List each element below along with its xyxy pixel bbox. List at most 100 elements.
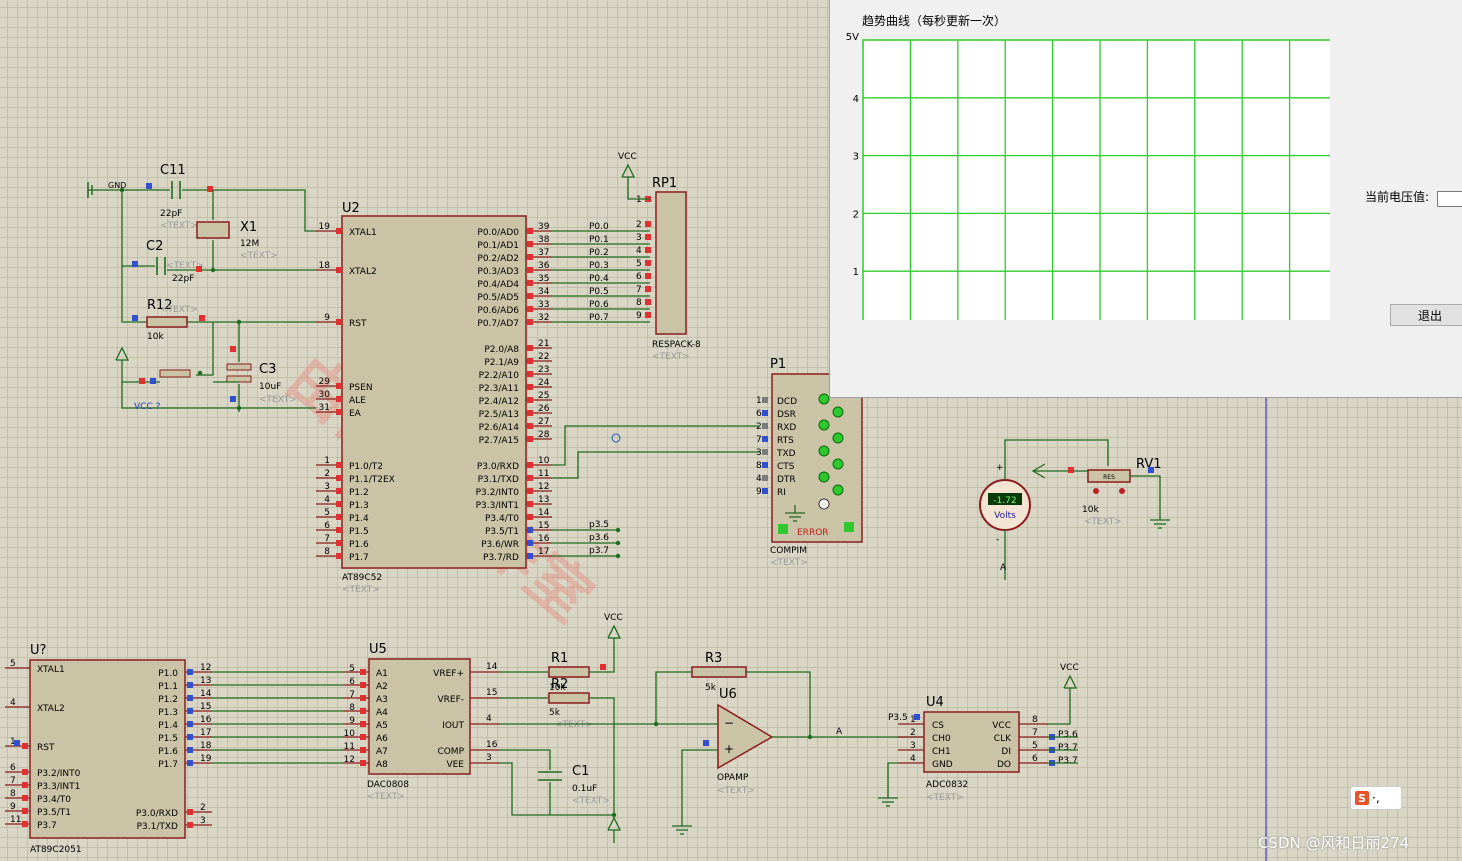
u2-pin-name: PSEN <box>349 383 373 393</box>
vcc-arrow <box>115 346 130 361</box>
pin-marker <box>645 312 651 318</box>
junction-dot <box>615 553 621 559</box>
p1-pin-name: DSR <box>777 410 796 420</box>
u5-pin-name: VREF- <box>437 695 464 705</box>
u2-pin-name: P0.4/AD4 <box>477 280 519 290</box>
p1-pin-name: CTS <box>777 462 795 472</box>
r12-value: 10k <box>147 332 164 342</box>
u2-part: AT89C52 <box>342 573 382 583</box>
rp1-pin-num: 8 <box>636 298 642 308</box>
pin-marker <box>336 488 342 494</box>
p0-net-label: P0.3 <box>589 261 609 271</box>
u2-pin-num: 36 <box>538 261 550 271</box>
u6-text: <TEXT> <box>717 786 755 796</box>
rxd-wire <box>552 425 760 466</box>
trend-y-tick: 5V <box>846 32 859 43</box>
uq-body <box>29 659 186 839</box>
vcc-label: VCC <box>1060 663 1079 673</box>
u2-pin-num: 21 <box>538 339 549 349</box>
u4-pin-num: 6 <box>1032 754 1038 764</box>
voltmeter-net-label: A <box>1000 563 1007 573</box>
r2-body <box>548 692 590 704</box>
uq-pin-name: P3.7 <box>37 821 57 831</box>
u2-pin-name: XTAL2 <box>349 267 377 277</box>
u2-pin-num: 13 <box>538 495 549 505</box>
pin-marker <box>187 760 193 766</box>
p1-pin-name: DTR <box>777 475 796 485</box>
ea-wire <box>121 382 316 409</box>
u2-pin-num: 37 <box>538 248 549 258</box>
p1-error-label: ERROR <box>797 528 829 538</box>
p0-net-label: P0.7 <box>589 313 609 323</box>
u4-part: ADC0832 <box>926 780 968 790</box>
pin-marker <box>22 808 28 814</box>
p0-net-label: P0.2 <box>589 248 609 258</box>
pin-marker <box>22 769 28 775</box>
u2-pin-num: 35 <box>538 274 549 284</box>
junction-dot <box>197 370 203 376</box>
u2-pin-num: 5 <box>324 508 330 518</box>
pin-marker <box>187 669 193 675</box>
c2-value: 22pF <box>172 274 194 284</box>
r2-text: <TEXT> <box>555 720 593 730</box>
junction-dot <box>236 405 242 411</box>
net-a-label: A <box>836 727 843 737</box>
uq-pin-name: P1.2 <box>158 695 178 705</box>
pin-marker <box>187 734 193 740</box>
db9-pin-led <box>832 406 844 418</box>
p0-net-label: P0.6 <box>589 300 609 310</box>
u2-pin-name: P0.5/AD5 <box>477 293 519 303</box>
u5-pin-name: IOUT <box>442 721 464 731</box>
u5-pin-name: A3 <box>376 695 388 705</box>
u2-pin-name: P2.1/A9 <box>484 358 519 368</box>
pin-marker <box>703 740 709 746</box>
exit-button[interactable]: 退出 <box>1390 304 1462 326</box>
junction-dot <box>807 734 813 740</box>
u2-pin-name: P2.6/A14 <box>479 423 520 433</box>
u2-pin-name: P1.6 <box>349 540 369 550</box>
pin-marker <box>527 267 533 273</box>
p1-text: <TEXT> <box>770 558 808 568</box>
u2-pin-name: P3.5/T1 <box>485 527 519 537</box>
u2-pin-name: P3.2/INT0 <box>476 488 520 498</box>
u4-pin-name: DO <box>997 760 1011 770</box>
pin-marker <box>645 221 651 227</box>
u4-ref: U4 <box>926 695 944 710</box>
p0-net-label: P0.1 <box>589 235 609 245</box>
opamp-plus: + <box>724 742 734 756</box>
pin-marker <box>22 782 28 788</box>
vcc-question-label: VCC ? <box>134 402 161 412</box>
uq-pin-num: 1 <box>10 737 16 747</box>
pin-marker <box>187 747 193 753</box>
u2-pin-name: EA <box>349 409 362 419</box>
wire <box>589 697 615 818</box>
junction-dot <box>210 267 216 273</box>
u5-pin-name: A5 <box>376 721 388 731</box>
rp1-ref: RP1 <box>652 176 677 191</box>
u4-pin-num: 3 <box>910 741 916 751</box>
u2-pin-num: 30 <box>319 390 331 400</box>
c3-text: <TEXT> <box>259 395 297 405</box>
u5-text: <TEXT> <box>367 792 405 802</box>
pin-marker <box>336 462 342 468</box>
uq-pin-name: P3.1/TXD <box>137 822 178 832</box>
u4-out-net: P3.6 <box>1058 730 1078 740</box>
u2-pin-name: P1.7 <box>349 553 369 563</box>
r2-value: 5k <box>549 708 561 718</box>
pin-marker <box>360 669 366 675</box>
rv1-ref: RV1 <box>1136 457 1162 472</box>
pin-marker <box>360 721 366 727</box>
pin-marker <box>527 228 533 234</box>
ime-indicator[interactable]: S ·, <box>1350 786 1402 810</box>
pin-marker <box>150 378 156 384</box>
pin-marker <box>360 682 366 688</box>
r3-ref: R3 <box>705 651 722 666</box>
pin-marker <box>527 371 533 377</box>
u4-pin-name: CH0 <box>932 734 951 744</box>
voltage-field[interactable] <box>1437 191 1462 207</box>
uq-pin-name: P1.7 <box>158 760 178 770</box>
u2-pin-num: 12 <box>538 482 549 492</box>
rp1-pin-num: 9 <box>636 311 642 321</box>
u4-out-net: P3.7 <box>1058 743 1078 753</box>
